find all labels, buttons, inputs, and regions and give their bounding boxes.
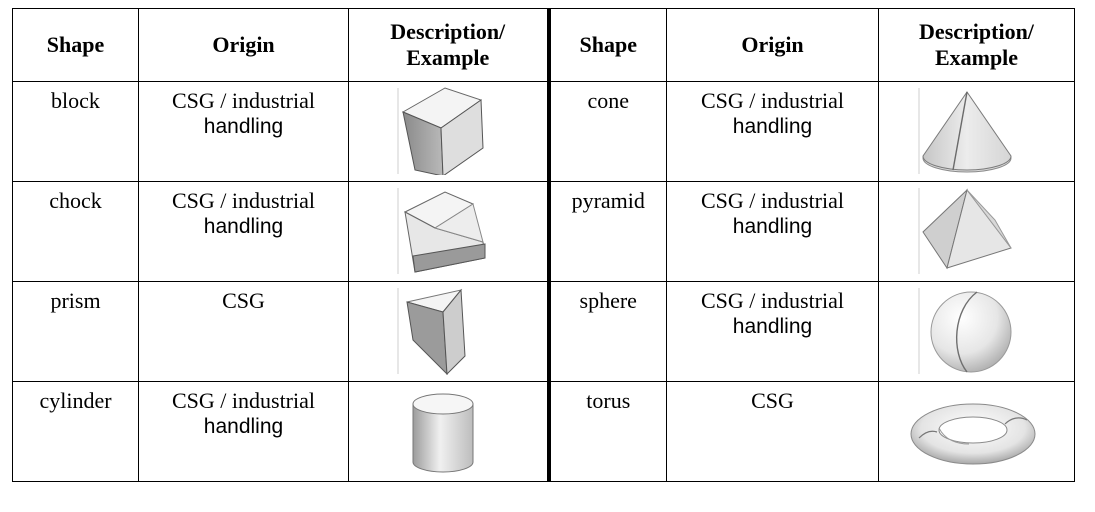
header-description: Description/ Example	[348, 8, 549, 82]
origin-line1: CSG / industrial	[171, 188, 315, 213]
origin-line2: handling	[203, 215, 284, 238]
chock-icon	[397, 188, 486, 274]
shape-origin: CSG / industrial handling	[666, 181, 879, 282]
shape-origin: CSG	[138, 281, 349, 382]
origin-line1: CSG / industrial	[700, 188, 844, 213]
header-description-line2: Example	[934, 45, 1019, 70]
shape-origin: CSG / industrial handling	[666, 281, 879, 382]
shape-origin: CSG	[666, 381, 879, 482]
pyramid-icon	[918, 188, 1012, 274]
shape-example	[878, 181, 1075, 282]
shape-example	[878, 281, 1075, 382]
shape-name: torus	[546, 381, 667, 482]
table-row: cylinder CSG / industrial handling torus…	[12, 381, 1075, 482]
prism-icon	[397, 288, 466, 375]
header-description-2: Description/ Example	[878, 8, 1075, 82]
origin-line2: handling	[203, 415, 284, 438]
shape-origin: CSG / industrial handling	[138, 81, 349, 182]
shape-name: prism	[12, 281, 139, 382]
shape-name: cone	[546, 81, 667, 182]
header-row: Shape Origin Description/ Example Shape …	[12, 8, 1075, 82]
origin-line1: CSG	[222, 288, 265, 313]
origin-line2: handling	[732, 315, 813, 338]
sphere-icon	[918, 288, 1012, 374]
shape-origin: CSG / industrial handling	[666, 81, 879, 182]
shape-name: cylinder	[12, 381, 139, 482]
origin-line2: handling	[732, 215, 813, 238]
origin-line1: CSG / industrial	[700, 288, 844, 313]
shape-origin: CSG / industrial handling	[138, 181, 349, 282]
header-description-line2: Example	[406, 45, 490, 70]
header-origin: Origin	[138, 8, 349, 82]
shape-example	[348, 181, 549, 282]
shape-name: chock	[12, 181, 139, 282]
shape-example	[348, 81, 549, 182]
cylinder-icon	[412, 393, 474, 473]
header-description-line1: Description/	[390, 19, 506, 44]
header-shape: Shape	[12, 8, 139, 82]
origin-line1: CSG / industrial	[171, 88, 315, 113]
origin-line2: handling	[203, 115, 284, 138]
header-shape-2: Shape	[546, 8, 667, 82]
origin-line1: CSG / industrial	[171, 388, 315, 413]
table-row: prism CSG sphere CSG / industrial handli…	[12, 281, 1075, 382]
shape-example	[878, 81, 1075, 182]
origin-line1: CSG	[751, 388, 794, 413]
cone-icon	[918, 88, 1012, 174]
torus-icon	[910, 403, 1036, 465]
shape-table: Shape Origin Description/ Example Shape …	[12, 8, 1075, 482]
header-origin-2: Origin	[666, 8, 879, 82]
shape-name: block	[12, 81, 139, 182]
origin-line2: handling	[732, 115, 813, 138]
table-row: block CSG / industrial handling cone C	[12, 81, 1075, 182]
table-row: chock CSG / industrial handling pyramid …	[12, 181, 1075, 282]
shape-example	[348, 281, 549, 382]
header-description-line1: Description/	[919, 19, 1034, 44]
cube-icon	[397, 87, 484, 175]
shape-name: sphere	[546, 281, 667, 382]
shape-name: pyramid	[546, 181, 667, 282]
shape-example	[348, 381, 549, 482]
shape-example	[878, 381, 1075, 482]
origin-line1: CSG / industrial	[700, 88, 844, 113]
shape-origin: CSG / industrial handling	[138, 381, 349, 482]
